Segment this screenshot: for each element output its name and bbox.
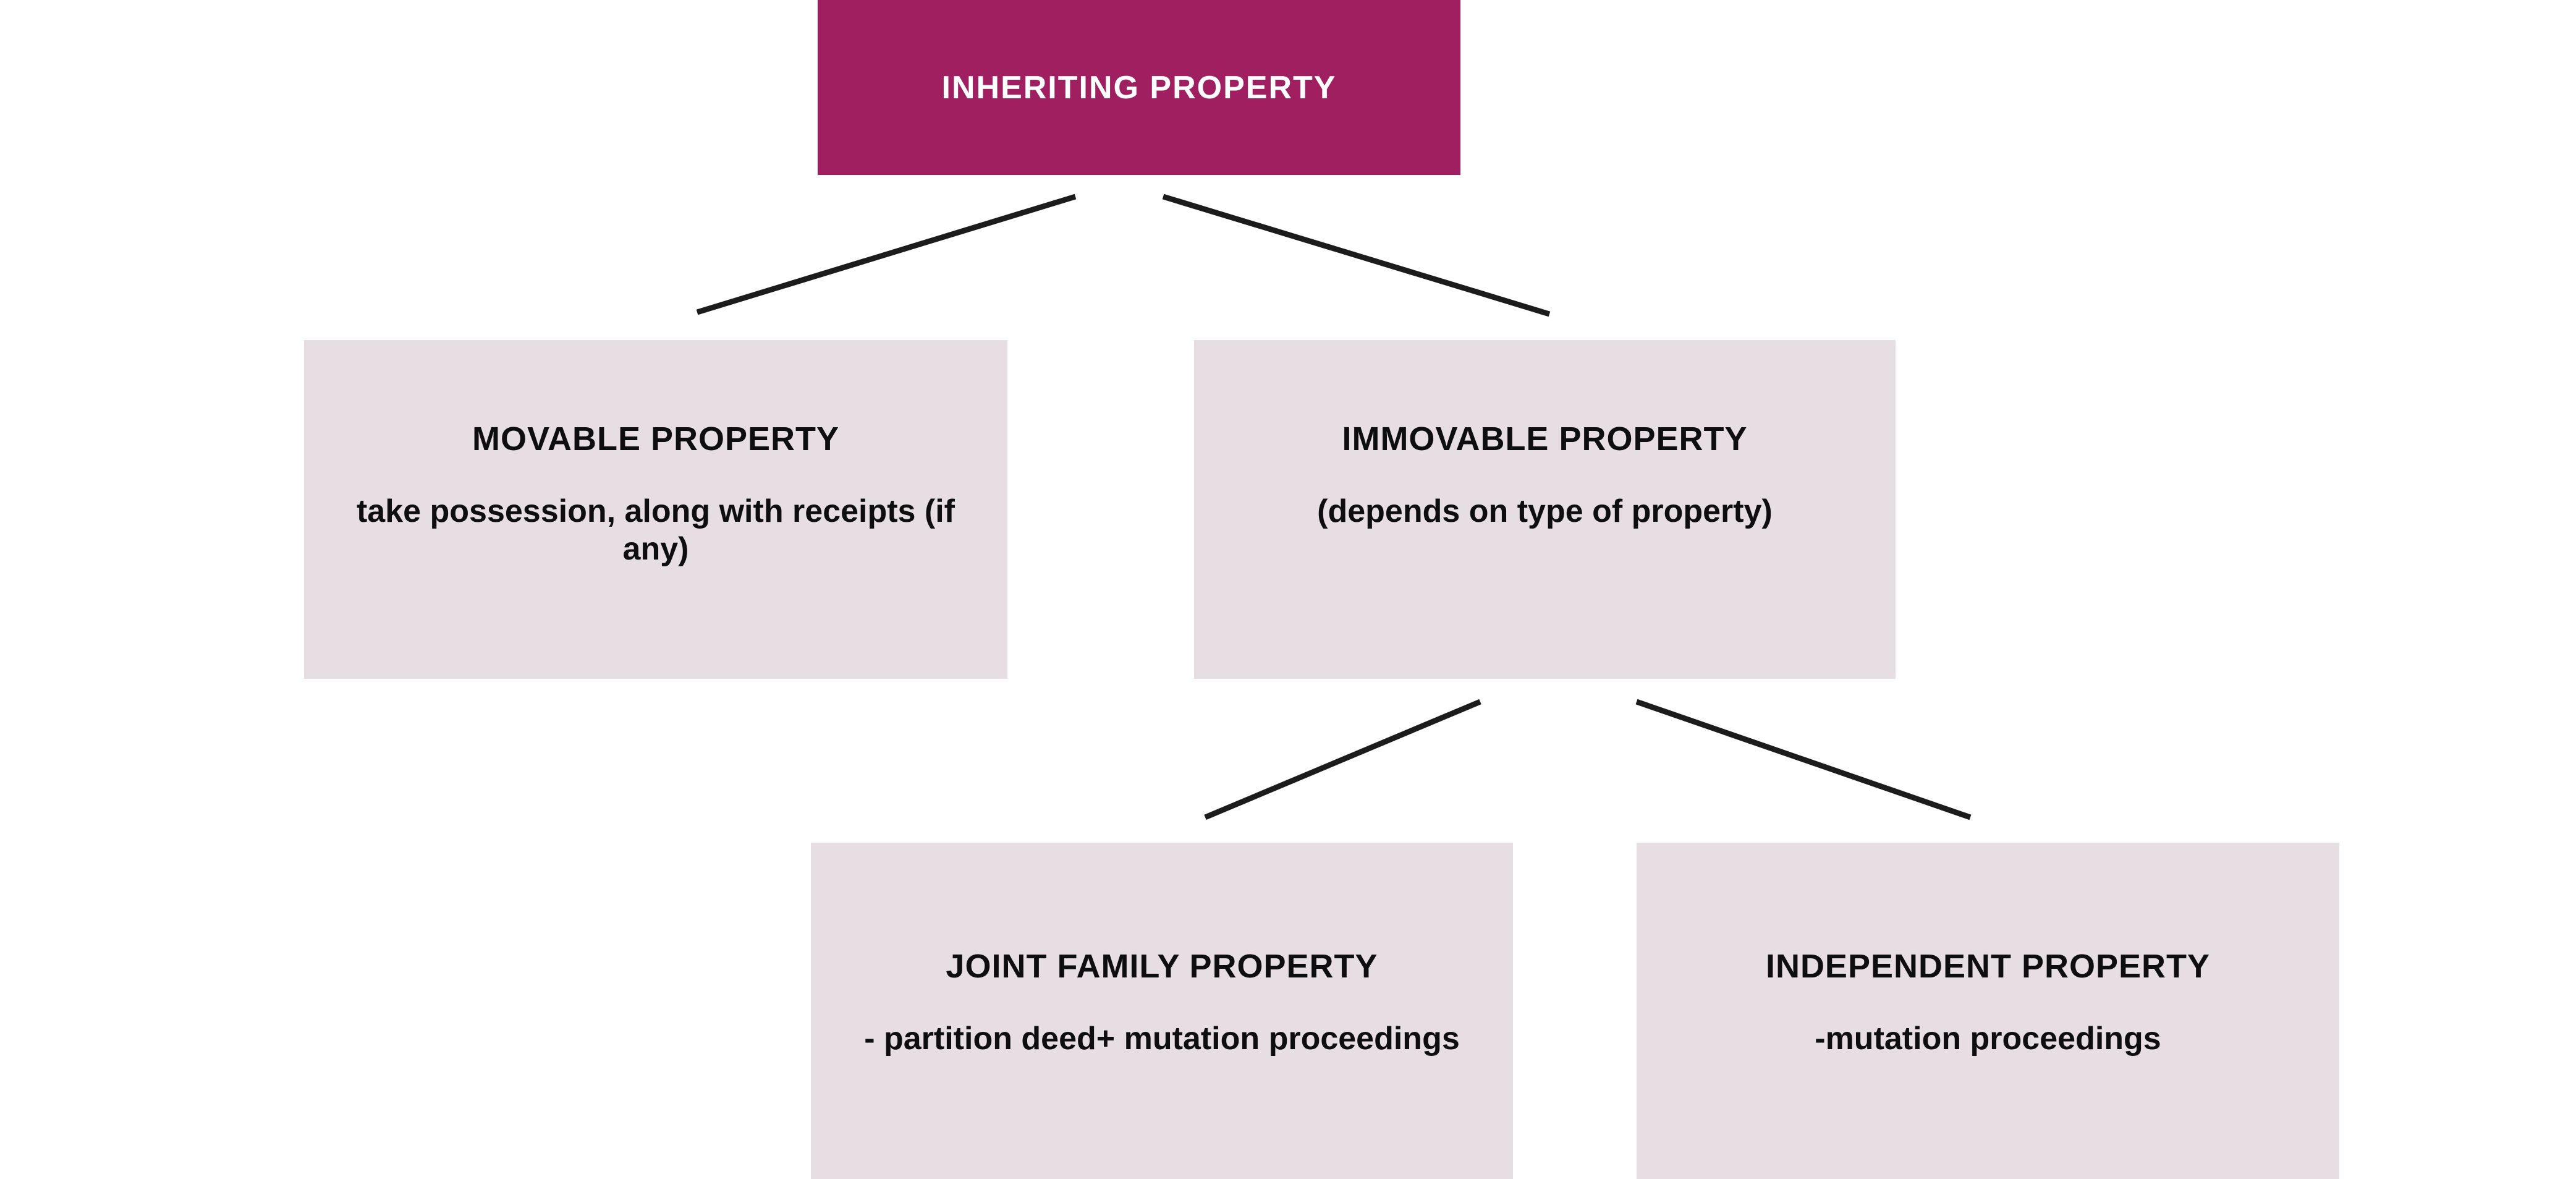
connector-immovable-to-joint bbox=[1204, 699, 1481, 820]
root-node-label: INHERITING PROPERTY bbox=[941, 69, 1337, 106]
node-title: INDEPENDENT PROPERTY bbox=[1765, 948, 2211, 985]
node-title: JOINT FAMILY PROPERTY bbox=[946, 948, 1378, 985]
connector-immovable-to-independent bbox=[1635, 699, 1972, 820]
node-body: (depends on type of property) bbox=[1317, 493, 1773, 529]
node-body: - partition deed+ mutation proceedings bbox=[864, 1020, 1460, 1057]
node-independent-property: INDEPENDENT PROPERTY -mutation proceedin… bbox=[1637, 843, 2339, 1179]
node-body: take possession, along with receipts (if… bbox=[356, 493, 955, 568]
node-body: -mutation proceedings bbox=[1815, 1020, 2161, 1057]
node-movable-property: MOVABLE PROPERTY take possession, along … bbox=[304, 340, 1007, 679]
node-title: IMMOVABLE PROPERTY bbox=[1342, 420, 1748, 458]
connector-root-to-movable bbox=[696, 194, 1077, 315]
node-title: MOVABLE PROPERTY bbox=[472, 420, 840, 458]
node-immovable-property: IMMOVABLE PROPERTY (depends on type of p… bbox=[1194, 340, 1896, 679]
connector-root-to-immovable bbox=[1162, 194, 1551, 317]
node-joint-family-property: JOINT FAMILY PROPERTY - partition deed+ … bbox=[811, 843, 1513, 1179]
root-node-inheriting-property: INHERITING PROPERTY bbox=[818, 0, 1460, 175]
